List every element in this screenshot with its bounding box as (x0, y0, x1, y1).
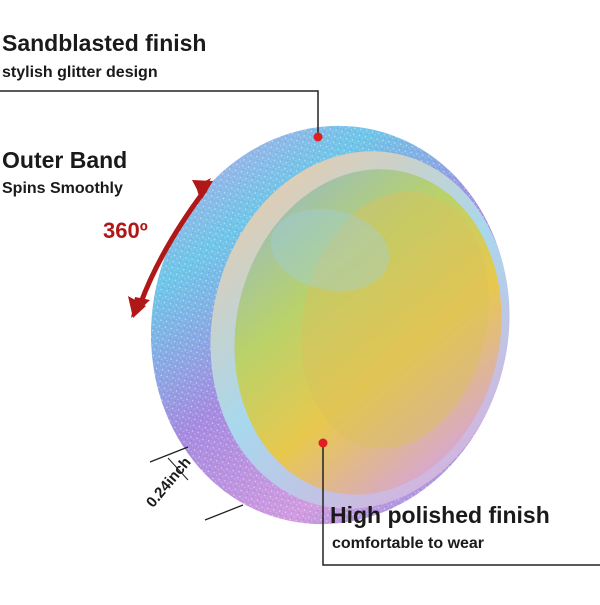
callout-dot-icon (314, 133, 323, 142)
rotation-label: 360º (103, 218, 148, 244)
sandblasted-leader (0, 91, 323, 142)
polished-subtitle: comfortable to wear (332, 535, 484, 553)
sandblasted-title: Sandblasted finish (2, 30, 206, 57)
sandblasted-subtitle: stylish glitter design (2, 64, 158, 82)
polished-title: High polished finish (330, 502, 550, 529)
callout-dot-icon (319, 439, 328, 448)
outer-band-title: Outer Band (2, 147, 127, 174)
outer-band-subtitle: Spins Smoothly (2, 180, 123, 198)
